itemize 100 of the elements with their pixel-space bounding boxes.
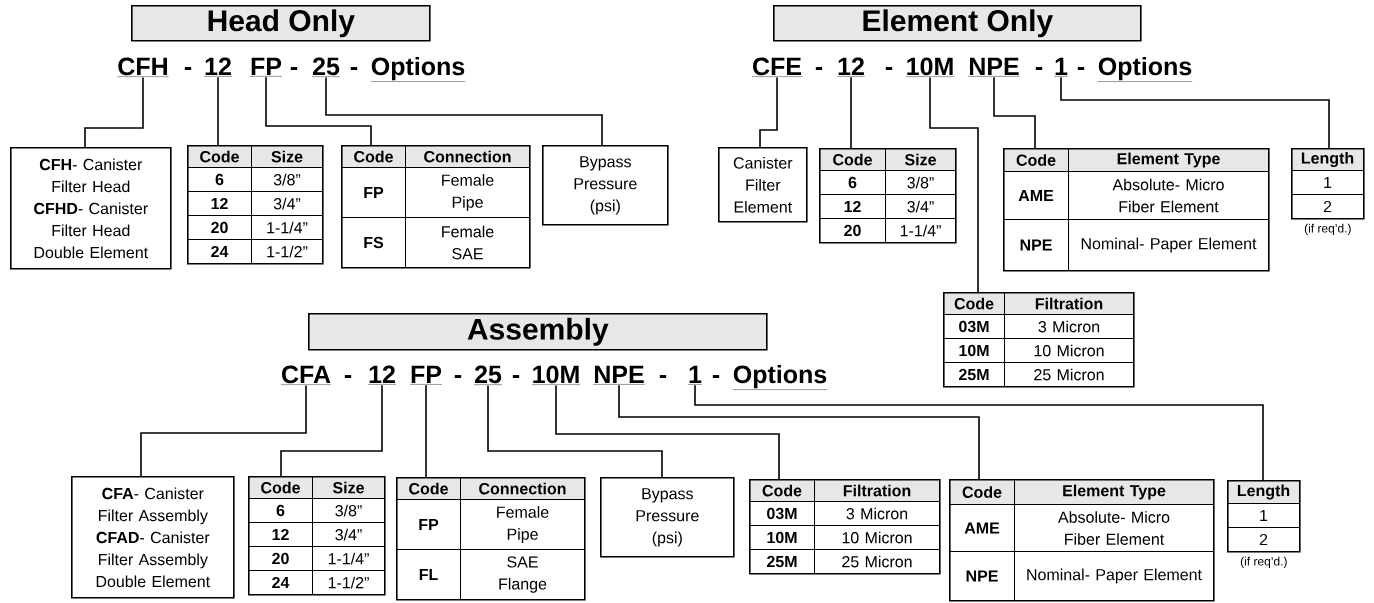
code-segment: FP bbox=[409, 365, 443, 385]
separator-dash: - bbox=[184, 67, 192, 70]
table-cell: AME bbox=[949, 504, 1015, 552]
leader-line bbox=[84, 76, 144, 148]
separator-dash: - bbox=[344, 375, 352, 378]
table-cell: Absolute- Micro Fiber Element bbox=[1014, 504, 1214, 552]
table-cell: 1-1/2” bbox=[251, 239, 323, 264]
table-cell: Female SAE bbox=[405, 217, 530, 268]
options-code: Options bbox=[1097, 56, 1193, 82]
separator-dash: - bbox=[290, 67, 298, 70]
leader-line bbox=[618, 384, 980, 480]
table-cell: 1-1/4” bbox=[885, 218, 956, 243]
table-cell: 6 bbox=[248, 498, 313, 523]
table-cell: 3/8” bbox=[312, 498, 385, 523]
code-segment: 1 bbox=[687, 365, 703, 385]
table-cell: 25M bbox=[943, 362, 1005, 387]
table-cell: NPE bbox=[949, 551, 1015, 601]
section-banner: Element Only bbox=[773, 5, 1142, 42]
leader-line bbox=[759, 76, 778, 148]
leader-line bbox=[929, 76, 979, 293]
table-cell: FP bbox=[396, 499, 461, 550]
description-box: CFA- Canister Filter Assembly CFAD- Canister Filter Assembly Double Element bbox=[71, 476, 235, 599]
leader-line bbox=[487, 384, 663, 478]
table-cell: FL bbox=[396, 549, 461, 600]
code-segment: CFA bbox=[280, 365, 332, 385]
code-segment: 1 bbox=[1053, 57, 1069, 77]
separator-dash: - bbox=[350, 67, 358, 70]
table-header-cell: Connection bbox=[460, 477, 585, 500]
table-cell: Nominal- Paper Element bbox=[1014, 551, 1214, 601]
table-cell: Female Pipe bbox=[405, 167, 530, 218]
code-segment: 25 bbox=[311, 57, 341, 77]
leader-line bbox=[425, 384, 427, 478]
separator-dash: - bbox=[885, 67, 893, 70]
table-cell: 3/8” bbox=[251, 167, 323, 192]
leader-line bbox=[280, 384, 383, 477]
code-segment: NPE bbox=[593, 365, 645, 385]
table-cell: Female Pipe bbox=[460, 499, 585, 550]
options-code: Options bbox=[370, 56, 466, 82]
table-cell: FP bbox=[341, 167, 406, 218]
code-segment: 12 bbox=[367, 365, 397, 385]
separator-dash: - bbox=[815, 67, 823, 70]
table-header-cell: Code bbox=[949, 479, 1015, 505]
code-segment: 10M bbox=[905, 57, 955, 77]
table-cell: 12 bbox=[248, 522, 313, 547]
table-cell: 1 bbox=[1227, 503, 1300, 528]
table-cell: 10M bbox=[943, 338, 1005, 363]
section-banner: Assembly bbox=[308, 313, 768, 351]
leader-line bbox=[555, 384, 780, 480]
table-cell: 6 bbox=[819, 170, 886, 195]
leader-line bbox=[140, 384, 307, 477]
table-cell: 24 bbox=[248, 570, 313, 595]
table-cell: 3/4” bbox=[312, 522, 385, 547]
code-segment: 12 bbox=[203, 57, 233, 77]
table-cell: AME bbox=[1003, 171, 1069, 220]
table-cell: 20 bbox=[819, 218, 886, 243]
table-cell: 3/4” bbox=[885, 194, 956, 219]
table-cell: 25M bbox=[749, 549, 815, 574]
description-box: Bypass Pressure (psi) bbox=[600, 477, 735, 558]
section-banner: Head Only bbox=[131, 5, 431, 42]
table-cell: FS bbox=[341, 217, 406, 268]
code-segment: 12 bbox=[836, 57, 866, 77]
table-cell: 3/8” bbox=[885, 170, 956, 195]
table-cell: 12 bbox=[819, 194, 886, 219]
code-segment: CFH bbox=[117, 57, 169, 77]
table-header-cell: Size bbox=[251, 145, 323, 168]
table-cell: 2 bbox=[1291, 194, 1364, 219]
table-cell: 3 Micron bbox=[1004, 314, 1134, 339]
separator-dash: - bbox=[512, 375, 520, 378]
code-segment: FP bbox=[249, 57, 283, 77]
code-segment: 10M bbox=[531, 365, 581, 385]
table-cell: Nominal- Paper Element bbox=[1068, 219, 1269, 271]
table-cell: 12 bbox=[187, 191, 252, 216]
code-segment: CFE bbox=[751, 57, 803, 77]
table-cell: 2 bbox=[1227, 527, 1300, 552]
separator-dash: - bbox=[454, 375, 462, 378]
table-cell: Absolute- Micro Fiber Element bbox=[1068, 171, 1269, 220]
table-cell: 03M bbox=[749, 501, 815, 526]
table-cell: 6 bbox=[187, 167, 252, 192]
table-cell: 10 Micron bbox=[1004, 338, 1134, 363]
table-header-cell: Size bbox=[885, 148, 956, 171]
leader-line bbox=[993, 76, 1036, 149]
description-box: Bypass Pressure (psi) bbox=[542, 145, 669, 226]
note-text: (if req’d.) bbox=[1304, 223, 1351, 235]
separator-dash: - bbox=[659, 375, 667, 378]
table-cell: 25 Micron bbox=[814, 549, 940, 574]
leader-line bbox=[325, 76, 603, 146]
code-segment: NPE bbox=[968, 57, 1020, 77]
separator-dash: - bbox=[712, 375, 720, 378]
leader-line bbox=[850, 76, 852, 149]
table-header-cell: Connection bbox=[405, 145, 530, 168]
note-text: (if req’d.) bbox=[1240, 556, 1287, 568]
table-cell: 10 Micron bbox=[814, 525, 940, 550]
table-cell: 10M bbox=[749, 525, 815, 550]
table-cell: 3 Micron bbox=[814, 501, 940, 526]
code-segment: 25 bbox=[473, 365, 503, 385]
table-cell: 1 bbox=[1291, 170, 1364, 195]
table-cell: SAE Flange bbox=[460, 549, 585, 600]
table-cell: 1-1/2” bbox=[312, 570, 385, 595]
table-cell: 20 bbox=[248, 546, 313, 571]
separator-dash: - bbox=[1035, 67, 1043, 70]
